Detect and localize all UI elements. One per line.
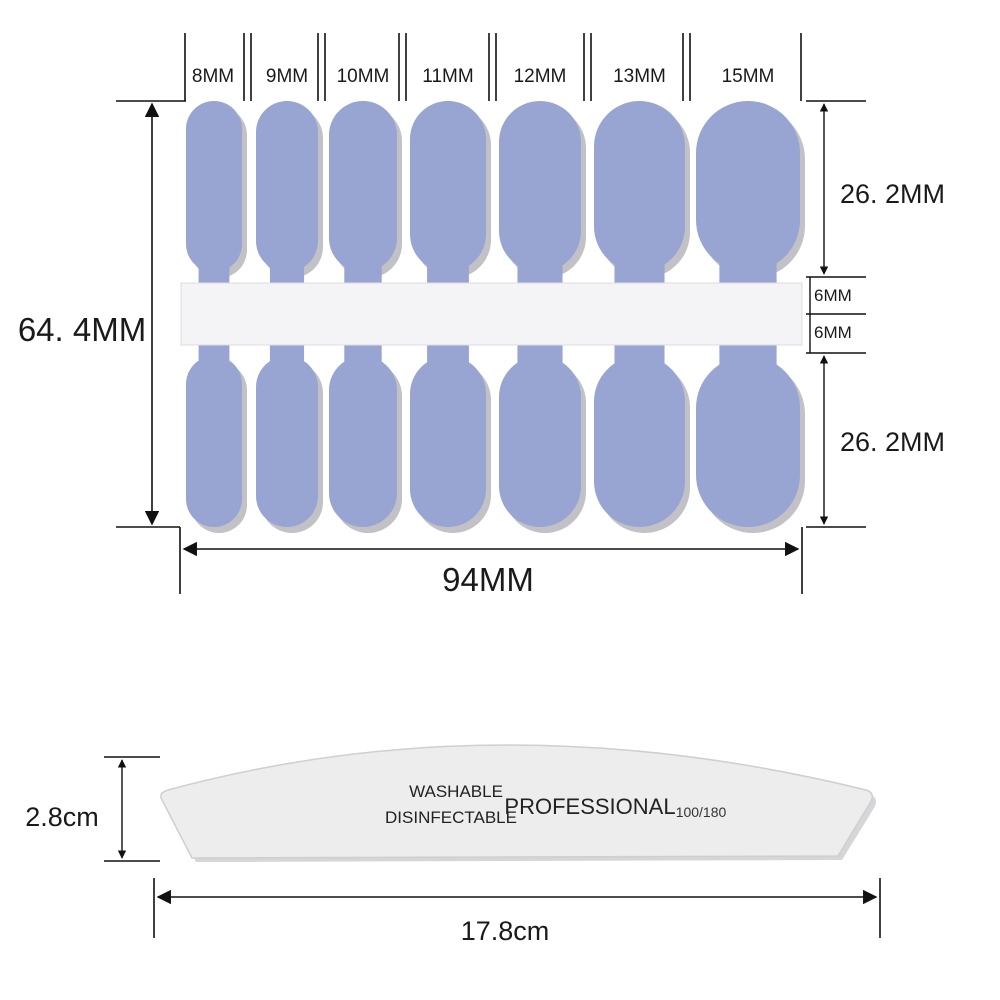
file-text-washable: WASHABLE [409,782,503,801]
size-labels: 8MM 9MM 10MM 11MM 12MM 13MM 15MM [192,66,775,87]
nail-sticker-bottom-2 [256,356,318,527]
file-brand: PROFESSIONAL [504,794,675,819]
size-separators [184,33,802,101]
file-width-dimension [153,878,881,938]
top-nail-height-label: 26. 2MM [840,179,945,209]
nail-stickers [186,101,800,527]
total-height-dimension [116,100,186,528]
size-label-3: 10MM [337,66,390,87]
nail-sticker-top-3 [329,101,397,272]
size-label-7: 15MM [722,66,775,87]
strip-lower-label: 6MM [814,323,852,342]
nail-sticker-bottom-1 [186,356,242,527]
nail-sticker-bottom-5 [499,356,581,527]
file-grit: 100/180 [676,804,727,820]
nail-sticker-top-5 [499,101,581,272]
nail-sticker-top-4 [410,101,486,272]
total-height-label: 64. 4MM [18,311,146,348]
file-height-label: 2.8cm [25,802,99,832]
file-width-label: 17.8cm [461,916,550,946]
total-width-dimension [179,527,803,594]
size-label-5: 12MM [514,66,567,87]
size-label-4: 11MM [422,66,473,87]
nail-sticker-top-7 [696,101,800,272]
nail-sticker-top-1 [186,101,242,272]
right-dimensions [806,100,866,528]
nail-sticker-bottom-6 [594,356,685,527]
file-text-disinfectable: DISINFECTABLE [385,808,517,827]
nail-sticker-bottom-4 [410,356,486,527]
center-strip [180,282,803,346]
bottom-nail-height-label: 26. 2MM [840,427,945,457]
nail-sticker-top-6 [594,101,685,272]
nail-sticker-top-2 [256,101,318,272]
strip-upper-label: 6MM [814,286,852,305]
nail-sticker-bottom-7 [696,356,800,527]
file-height-dimension [104,756,160,862]
size-label-6: 13MM [613,66,666,87]
size-label-2: 9MM [266,66,308,87]
nail-file [160,744,873,859]
total-width-label: 94MM [442,561,534,598]
nail-sticker-bottom-3 [329,356,397,527]
size-label-1: 8MM [192,66,234,87]
